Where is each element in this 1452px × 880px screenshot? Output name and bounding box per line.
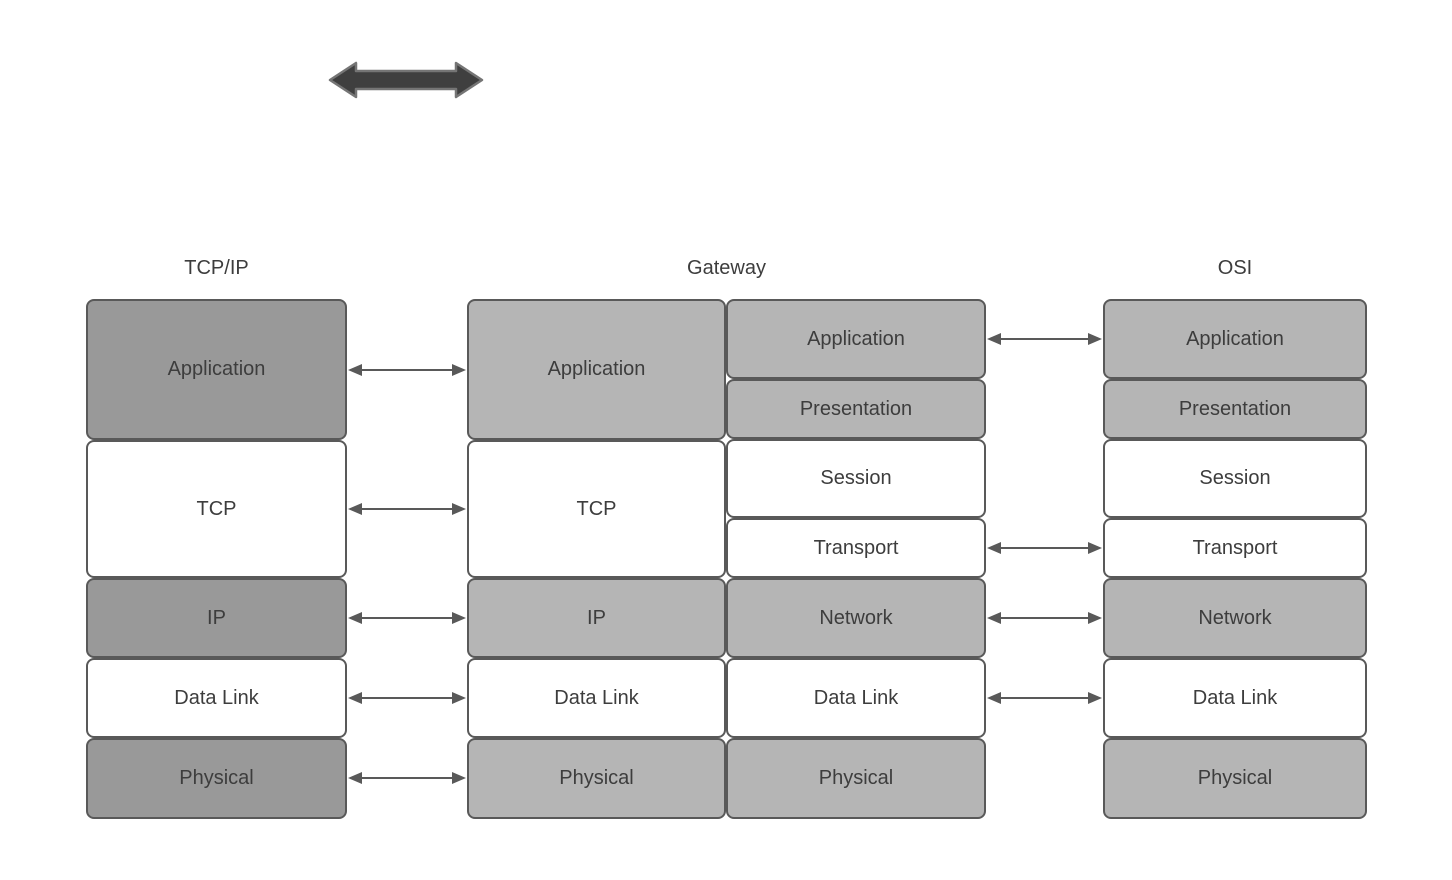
tcpip-layer-ip: IP xyxy=(86,578,347,658)
osi-layer-datalink: Data Link xyxy=(1103,658,1367,738)
tcpip-layer-tcp: TCP xyxy=(86,440,347,578)
gateway-left-layer-ip: IP xyxy=(467,578,726,658)
gateway-right-layer-physical: Physical xyxy=(726,738,986,819)
tcpip-layer-application: Application xyxy=(86,299,347,440)
osi-column-title: OSI xyxy=(1217,257,1253,279)
arrow-gateway-osi-datalink-icon xyxy=(987,692,1102,704)
tcpip-layer-datalink: Data Link xyxy=(86,658,347,738)
arrow-tcpip-gateway-tcp-icon xyxy=(348,503,466,515)
gateway-left-layer-tcp: TCP xyxy=(467,440,726,578)
arrow-tcpip-gateway-application-icon xyxy=(348,364,466,376)
gateway-right-stack: Application Presentation Session Transpo… xyxy=(726,299,986,819)
arrow-tcpip-gateway-ip-icon xyxy=(348,612,466,624)
gateway-right-layer-session: Session xyxy=(726,439,986,518)
arrow-gateway-osi-transport-icon xyxy=(987,542,1102,554)
osi-layer-network: Network xyxy=(1103,578,1367,658)
osi-layer-application: Application xyxy=(1103,299,1367,379)
osi-stack: Application Presentation Session Transpo… xyxy=(1103,299,1367,819)
gateway-left-layer-datalink: Data Link xyxy=(467,658,726,738)
thick-double-arrow-icon xyxy=(328,61,484,99)
arrow-gateway-osi-application-icon xyxy=(987,333,1102,345)
gateway-right-layer-presentation: Presentation xyxy=(726,379,986,439)
gateway-right-layer-application: Application xyxy=(726,299,986,379)
gateway-left-layer-physical: Physical xyxy=(467,738,726,819)
tcpip-stack: Application TCP IP Data Link Physical xyxy=(86,299,347,819)
gateway-right-layer-datalink: Data Link xyxy=(726,658,986,738)
osi-layer-transport: Transport xyxy=(1103,518,1367,578)
gateway-right-layer-network: Network xyxy=(726,578,986,658)
tcpip-column-title: TCP/IP xyxy=(184,257,249,279)
arrow-tcpip-gateway-datalink-icon xyxy=(348,692,466,704)
osi-layer-presentation: Presentation xyxy=(1103,379,1367,439)
gateway-left-layer-application: Application xyxy=(467,299,726,440)
arrow-tcpip-gateway-physical-icon xyxy=(348,772,466,784)
arrow-gateway-osi-network-icon xyxy=(987,612,1102,624)
osi-layer-physical: Physical xyxy=(1103,738,1367,819)
gateway-column-title: Gateway xyxy=(687,257,766,279)
tcpip-layer-physical: Physical xyxy=(86,738,347,819)
gateway-left-stack: Application TCP IP Data Link Physical xyxy=(467,299,726,819)
gateway-right-layer-transport: Transport xyxy=(726,518,986,578)
osi-layer-session: Session xyxy=(1103,439,1367,518)
